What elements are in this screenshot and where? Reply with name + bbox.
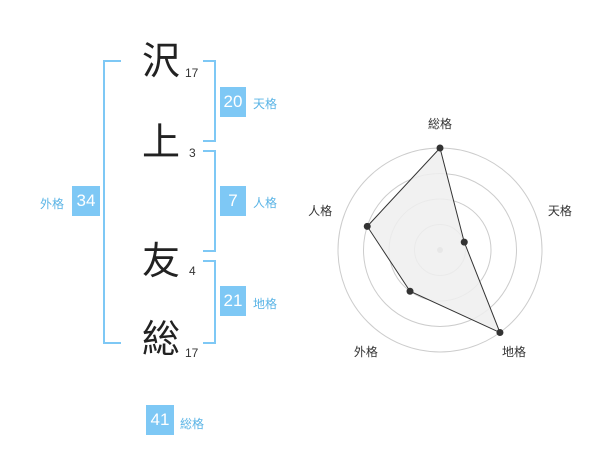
name-char-4: 総 (142, 317, 181, 361)
stroke-count-2: 3 (189, 146, 196, 160)
jinkaku-label: 人格 (253, 196, 278, 210)
soukaku-value: 41 (146, 405, 174, 435)
radar-axis-label-2: 天格 (548, 203, 572, 218)
radar-point-5 (363, 222, 371, 230)
radar-point-3 (496, 329, 504, 337)
chikaku-label: 地格 (253, 297, 278, 311)
radar-axis-label-1: 総格 (428, 116, 452, 131)
gaikaku-value: 34 (72, 186, 100, 216)
chikaku-value: 21 (220, 286, 246, 316)
radar-point-4 (406, 287, 414, 295)
radar-point-1 (436, 144, 444, 152)
gaikaku-label: 外格 (40, 197, 65, 211)
name-char-3: 友 (142, 239, 181, 283)
jinkaku-bracket (203, 150, 216, 252)
name-char-2: 上 (142, 120, 181, 164)
radar-axis-label-4: 外格 (354, 344, 378, 359)
gaikaku-bracket (103, 60, 121, 344)
soukaku-label: 総格 (180, 417, 205, 431)
tenkaku-value: 20 (220, 87, 246, 117)
stroke-count-4: 17 (185, 346, 199, 360)
name-char-1: 沢 (142, 39, 181, 83)
tenkaku-label: 天格 (253, 97, 278, 111)
radar-axis-label-3: 地格 (502, 344, 526, 359)
radar-axis-label-5: 人格 (308, 203, 332, 218)
stroke-count-1: 17 (185, 66, 199, 80)
tenkaku-bracket (203, 60, 216, 142)
chikaku-bracket (203, 260, 216, 344)
jinkaku-value: 7 (220, 186, 246, 216)
radar-data-area (366, 146, 501, 334)
radar-point-2 (460, 238, 468, 246)
stroke-count-3: 4 (189, 264, 196, 278)
